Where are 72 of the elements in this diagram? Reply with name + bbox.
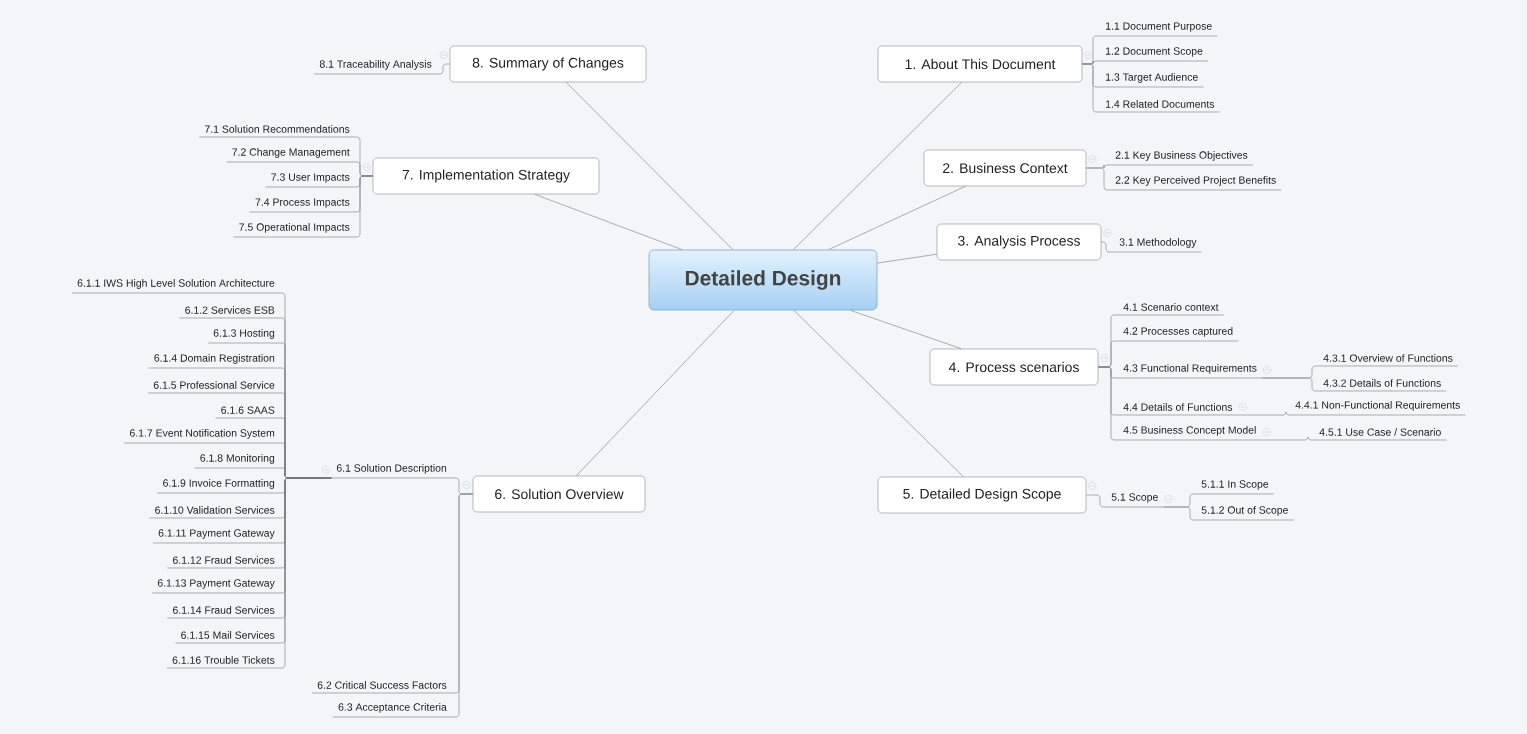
subtopic-label: 7.5 Operational Impacts	[233, 223, 356, 238]
connector-line	[793, 82, 962, 250]
subtopic-label: 6.1.13 Payment Gateway	[151, 579, 281, 594]
subtopic-label: 5.1 Scope	[1105, 493, 1164, 508]
connector-line	[354, 175, 373, 238]
topic-box: 1. About This Document	[877, 45, 1083, 83]
subtopic-label: 6.1.1 IWS High Level Solution Architecture	[71, 279, 281, 294]
subtopic-label: 8.1 Traceability Analysis	[313, 60, 438, 75]
connector-line	[877, 253, 937, 264]
subtopic-label: 4.1 Scenario context	[1117, 303, 1225, 316]
subtopic-label: 4.3.1 Overview of Functions	[1317, 354, 1459, 367]
connector-line	[1101, 241, 1115, 253]
subtopic-label: 6.1 Solution Description	[330, 464, 453, 479]
connector-line	[576, 310, 735, 476]
connector-line	[828, 186, 966, 250]
connector-line	[1261, 436, 1315, 441]
topic-box: 2. Business Context	[923, 149, 1087, 187]
connector-line	[436, 63, 450, 75]
subtopic-label: 6.3 Acceptance Criteria	[332, 703, 453, 718]
connector-line	[1098, 366, 1119, 441]
connector-line	[1086, 494, 1107, 508]
subtopic-label: 6.1.5 Professional Service	[147, 381, 281, 394]
subtopic-label: 4.3.2 Details of Functions	[1317, 379, 1447, 392]
subtopic-label: 4.5.1 Use Case / Scenario	[1313, 428, 1447, 441]
subtopic-label: 7.4 Process Impacts	[249, 198, 356, 213]
connector-line	[1261, 377, 1319, 392]
topic-box: 6. Solution Overview	[472, 475, 646, 513]
subtopic-label: 4.4 Details of Functions	[1117, 403, 1238, 416]
subtopic-label: 5.1.1 In Scope	[1195, 480, 1275, 495]
topic-box: 3. Analysis Process	[936, 223, 1102, 261]
subtopic-label: 3.1 Methodology	[1113, 238, 1203, 253]
subtopic-label: 4.4.1 Non-Functional Requirements	[1289, 401, 1466, 416]
subtopic-label: 2.2 Key Perceived Project Benefits	[1109, 176, 1282, 191]
connector-line	[1237, 411, 1291, 416]
connector-line	[1086, 167, 1111, 191]
topic-box: 5. Detailed Design Scope	[877, 476, 1087, 514]
central-topic-box: Detailed Design	[648, 249, 878, 311]
subtopic-label: 6.1.14 Fraud Services	[167, 606, 281, 619]
connector-line	[1082, 63, 1101, 113]
subtopic-label: 6.1.11 Payment Gateway	[152, 529, 281, 544]
subtopic-label: 1.4 Related Documents	[1099, 100, 1221, 113]
subtopic-label: 6.1.6 SAAS	[215, 406, 281, 419]
subtopic-label: 6.1.2 Services ESB	[179, 306, 281, 319]
subtopic-label: 6.1.16 Trouble Tickets	[166, 656, 281, 669]
connector-line	[850, 310, 962, 349]
subtopic-label: 1.3 Target Audience	[1099, 73, 1204, 88]
connector-line	[534, 194, 683, 250]
subtopic-label: 7.1 Solution Recommendations	[198, 125, 356, 138]
subtopic-label: 6.1.4 Domain Registration	[148, 354, 281, 369]
subtopic-label: 6.1.3 Hosting	[207, 329, 281, 344]
topic-box: 4. Process scenarios	[929, 348, 1099, 386]
subtopic-label: 1.2 Document Scope	[1099, 47, 1209, 62]
subtopic-label: 6.1.10 Validation Services	[149, 506, 281, 519]
subtopic-label: 5.1.2 Out of Scope	[1195, 506, 1294, 521]
subtopic-label: 2.1 Key Business Objectives	[1109, 151, 1254, 166]
subtopic-label: 6.1.9 Invoice Formatting	[157, 479, 281, 494]
topic-box: 7. Implementation Strategy	[372, 157, 600, 195]
subtopic-label: 4.2 Processes captured	[1117, 327, 1239, 342]
subtopic-label: 4.3 Functional Requirements	[1117, 364, 1263, 379]
connector-line	[565, 82, 734, 250]
subtopic-label: 6.1.15 Mail Services	[175, 631, 281, 644]
subtopic-label: 6.1.7 Event Notification System	[123, 429, 281, 444]
subtopic-label: 6.1.12 Fraud Services	[167, 556, 281, 569]
subtopic-label: 6.2 Critical Success Factors	[311, 681, 453, 694]
connector-line	[793, 310, 964, 477]
topic-box: 8. Summary of Changes	[449, 45, 647, 83]
subtopic-label: 6.1.8 Monitoring	[194, 454, 281, 469]
subtopic-label: 4.5 Business Concept Model	[1117, 426, 1262, 441]
connector-line	[1163, 506, 1197, 521]
subtopic-label: 7.3 User Impacts	[265, 173, 356, 188]
subtopic-label: 7.2 Change Management	[226, 148, 356, 163]
subtopic-label: 1.1 Document Purpose	[1099, 22, 1218, 37]
